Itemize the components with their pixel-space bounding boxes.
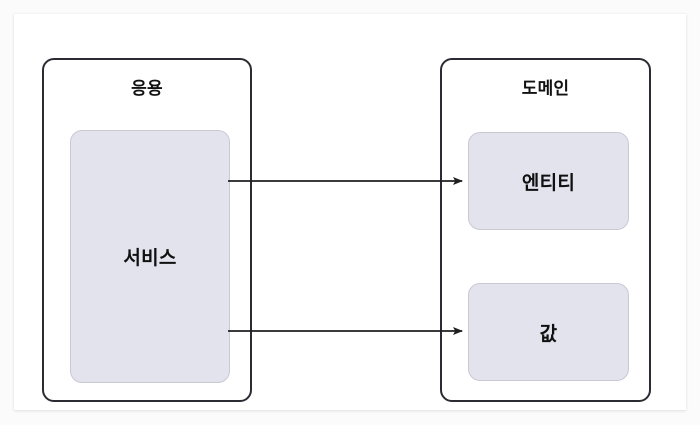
node-entity[interactable]: 엔티티 [468, 132, 629, 230]
node-value[interactable]: 값 [468, 283, 629, 381]
node-service[interactable]: 서비스 [70, 130, 230, 383]
node-service-label: 서비스 [123, 248, 177, 269]
node-entity-label: 엔티티 [521, 172, 576, 194]
group-domain[interactable]: 도메인 엔티티 값 [440, 58, 651, 402]
group-domain-title: 도메인 [521, 79, 570, 98]
node-value-label: 값 [539, 323, 558, 345]
diagram-card: 응용 서비스 도메인 엔티티 값 [14, 14, 686, 410]
group-application-title: 응용 [131, 79, 163, 98]
group-application[interactable]: 응용 서비스 [42, 58, 252, 402]
